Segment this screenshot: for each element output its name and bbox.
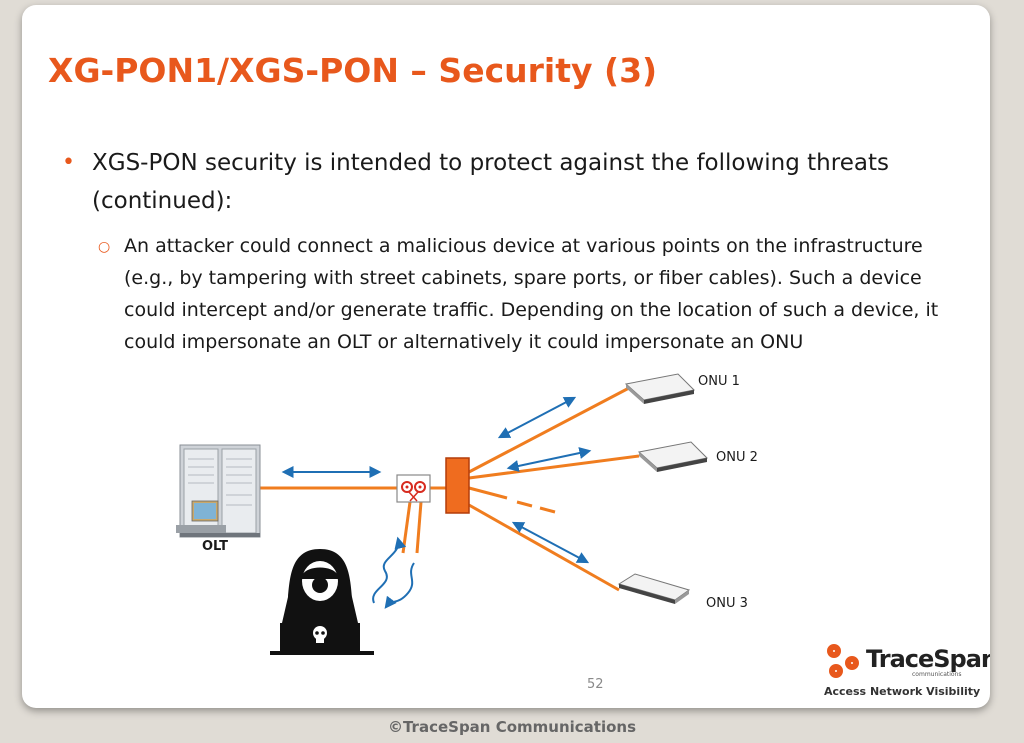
slide: XG-PON1/XGS-PON – Security (3) • XGS-PON… xyxy=(22,5,990,708)
fiber-dash-c xyxy=(539,506,556,514)
arrow-onu3 xyxy=(511,521,590,564)
logo-tagline: Access Network Visibility xyxy=(824,685,981,698)
onu1-label: ONU 1 xyxy=(698,374,740,389)
olt-label: OLT xyxy=(202,539,229,554)
bullet-main: • XGS-PON security is intended to protec… xyxy=(62,144,962,220)
onu3-label: ONU 3 xyxy=(706,596,748,611)
footer-copyright: ©TraceSpan Communications xyxy=(387,718,637,736)
fiber-tap-icon xyxy=(396,474,431,503)
onu-device-icon xyxy=(624,373,696,404)
fiber-dash-a xyxy=(468,486,508,500)
sub-bullet-circle-icon: ○ xyxy=(98,239,111,255)
fiber-tap-drop-a xyxy=(401,501,412,554)
fiber-dash-b xyxy=(516,500,533,508)
arrow-attacker-down xyxy=(384,562,415,609)
fiber-tap-drop-b xyxy=(415,501,423,554)
onu2-label: ONU 2 xyxy=(716,450,758,465)
bullet-sub: ○ An attacker could connect a malicious … xyxy=(98,230,948,358)
page-number: 52 xyxy=(587,677,604,692)
tracespan-logo: TraceSpan communications Access Network … xyxy=(824,641,990,705)
bullet-dot-icon: • xyxy=(62,150,75,175)
logo-mark-icon xyxy=(827,644,859,678)
hacker-icon xyxy=(270,549,374,655)
pon-diagram xyxy=(176,373,709,655)
bullet-main-text: XGS-PON security is intended to protect … xyxy=(92,150,889,214)
fiber-onu3 xyxy=(468,503,620,592)
slide-title: XG-PON1/XGS-PON – Security (3) xyxy=(48,51,658,90)
onu-device-icon xyxy=(637,441,709,472)
traffic-arrows xyxy=(281,396,592,609)
logo-name: TraceSpan xyxy=(866,645,990,673)
arrow-onu1 xyxy=(497,396,577,439)
olt-rack-icon xyxy=(176,444,261,538)
arrow-onu2 xyxy=(506,447,592,472)
logo-subtitle: communications xyxy=(912,671,962,678)
arrow-attacker-up xyxy=(372,536,407,604)
splitter-icon xyxy=(445,457,470,514)
bullet-sub-text: An attacker could connect a malicious de… xyxy=(124,235,939,353)
onu-device-icon xyxy=(617,573,691,604)
